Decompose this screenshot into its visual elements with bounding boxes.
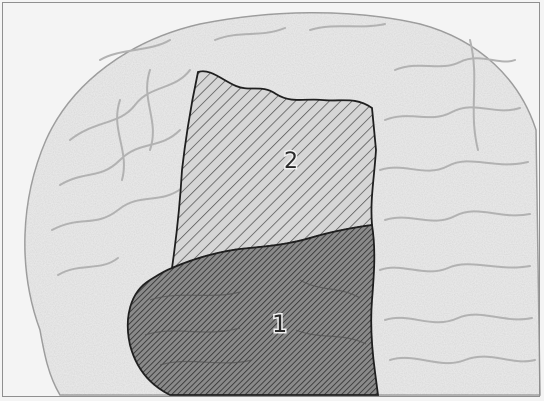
region-2-label: 2 xyxy=(284,149,298,174)
region-1-label: 1 xyxy=(272,310,287,338)
